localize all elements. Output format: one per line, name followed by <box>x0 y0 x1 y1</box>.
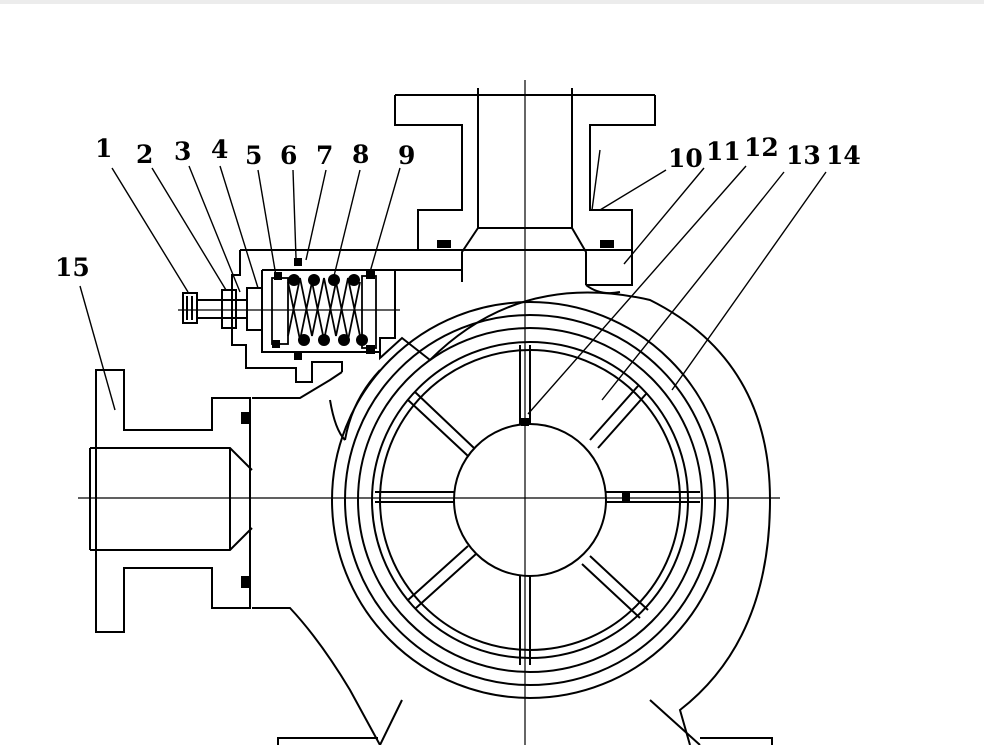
pump-body <box>252 291 772 745</box>
label-part-11: 11 <box>706 137 741 166</box>
label-part-2: 2 <box>136 140 153 169</box>
leader-lines <box>79 165 827 415</box>
label-part-8: 8 <box>352 140 369 169</box>
label-part-9: 9 <box>398 141 415 170</box>
label-part-6: 6 <box>280 141 297 170</box>
body-shoulder <box>585 250 633 295</box>
top-border <box>0 0 984 4</box>
discharge-flange <box>240 88 656 285</box>
label-part-13: 13 <box>786 141 821 170</box>
pump-feet <box>277 737 773 745</box>
label-part-14: 14 <box>826 141 861 170</box>
spring-coil-sections <box>272 258 375 360</box>
adjusting-screw <box>182 287 263 331</box>
label-part-12: 12 <box>744 133 779 162</box>
label-part-7: 7 <box>316 141 333 170</box>
label-part-5: 5 <box>245 141 262 170</box>
center-lines <box>78 80 780 745</box>
suction-flange <box>89 369 253 633</box>
label-part-3: 3 <box>174 137 191 166</box>
label-part-1: 1 <box>95 134 112 163</box>
label-part-10: 10 <box>668 144 703 173</box>
part-labels: 1 2 3 4 5 6 7 8 9 10 11 12 13 14 15 <box>55 133 861 282</box>
label-part-15: 15 <box>55 253 90 282</box>
label-part-4: 4 <box>211 135 228 164</box>
